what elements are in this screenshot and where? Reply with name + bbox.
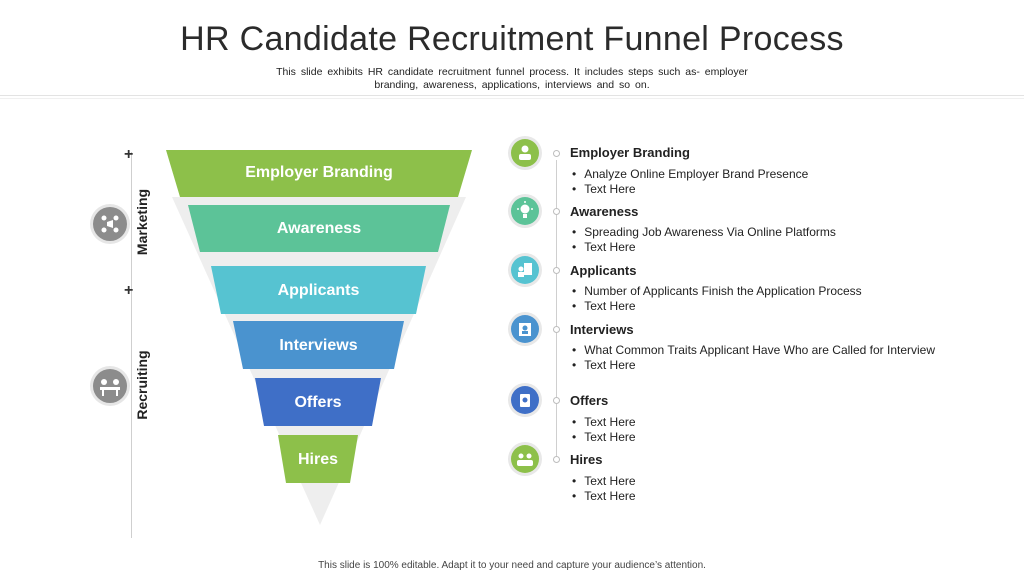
stage-label-employer-branding: Employer Branding (245, 164, 393, 181)
stage-label-awareness: Awareness (276, 220, 362, 237)
stage-axis-line (131, 152, 132, 538)
offer-icon (511, 386, 539, 414)
megaphone-icon (93, 207, 127, 241)
branding-icon (511, 139, 539, 167)
detail-heading-offers: Offers (570, 393, 609, 408)
connector-dot (553, 397, 560, 404)
bullet-item: Text Here (572, 415, 635, 430)
stage-label-offers: Offers (294, 394, 342, 411)
bullet-item: Text Here (572, 299, 862, 314)
bullet-item: Analyze Online Employer Brand Presence (572, 167, 808, 182)
bullet-item: Text Here (572, 489, 635, 504)
stage-label-interviews: Interviews (279, 337, 358, 354)
detail-heading-employer-branding: Employer Branding (570, 145, 690, 160)
bullet-item: What Common Traits Applicant Have Who ar… (572, 343, 935, 358)
detail-heading-hires: Hires (570, 452, 603, 467)
funnel-stage-applicants (211, 266, 426, 314)
interview-icon (511, 315, 539, 343)
funnel-stage-awareness (188, 205, 450, 252)
funnel-stage-employer-branding (166, 150, 472, 197)
header-divider (0, 95, 1024, 96)
detail-heading-interviews: Interviews (570, 322, 634, 337)
bullet-item: Text Here (572, 182, 808, 197)
footer-note: This slide is 100% editable. Adapt it to… (318, 560, 706, 571)
connector-dot (553, 326, 560, 333)
bullet-item: Text Here (572, 358, 935, 373)
bullet-item: Number of Applicants Finish the Applicat… (572, 284, 861, 299)
bullet-item: Spreading Job Awareness Via Online Platf… (572, 225, 836, 240)
bullet-item: Text Here (572, 474, 635, 489)
header-divider-shadow (0, 98, 1024, 99)
connector-dot (553, 267, 560, 274)
stage-label-hires: Hires (297, 451, 339, 468)
detail-bullets-applicants: Number of Applicants Finish the Applicat… (572, 284, 862, 314)
detail-bullets-hires: Text Here Text Here (572, 474, 635, 504)
bullet-item: Text Here (572, 430, 635, 445)
funnel-stage-offers (255, 378, 381, 426)
funnel-stage-hires (278, 435, 358, 483)
hire-icon (511, 445, 539, 473)
connector-dot (553, 208, 560, 215)
detail-bullets-employer-branding: Analyze Online Employer Brand Presence T… (572, 167, 808, 196)
applicant-icon (511, 256, 539, 284)
lightbulb-icon (511, 197, 539, 225)
stage-label-applicants: Applicants (277, 282, 360, 299)
detail-heading-applicants: Applicants (570, 263, 637, 278)
detail-bullets-awareness: Spreading Job Awareness Via Online Platf… (572, 225, 836, 254)
page-title: HR Candidate Recruitment Funnel Process (180, 20, 844, 58)
detail-bullets-interviews: What Common Traits Applicant Have Who ar… (572, 343, 935, 372)
team-meeting-icon (93, 369, 127, 403)
detail-heading-awareness: Awareness (570, 204, 639, 219)
plus-marker-middle: + (124, 282, 134, 299)
connector-dot (553, 456, 560, 463)
details-connector-line (556, 160, 557, 460)
funnel-stage-interviews (233, 321, 404, 369)
connector-dot (553, 150, 560, 157)
detail-bullets-offers: Text Here Text Here (572, 415, 635, 445)
page-subtitle: This slide exhibits HR candidate recruit… (276, 66, 748, 91)
plus-marker-top: + (124, 146, 134, 163)
bullet-item: Text Here (572, 240, 836, 255)
